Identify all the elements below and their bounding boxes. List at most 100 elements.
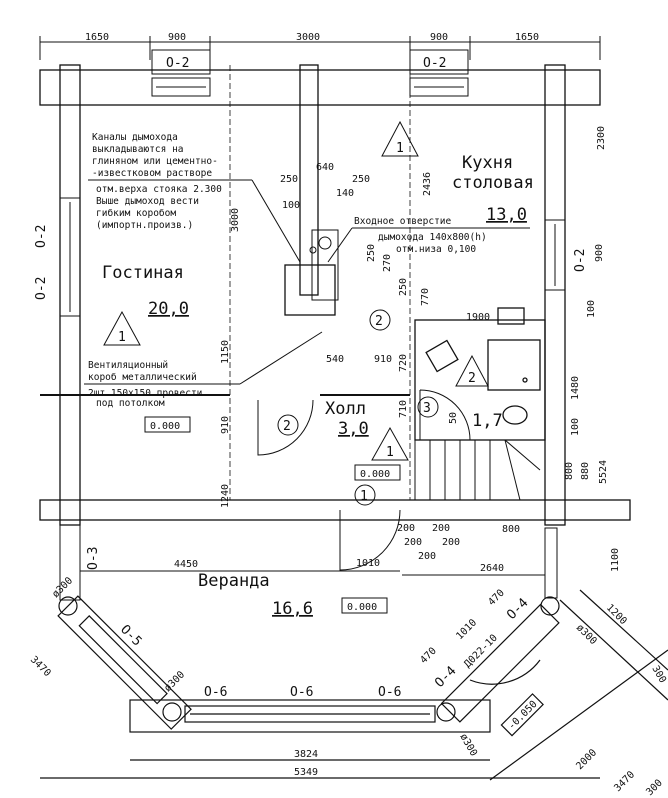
window-o4-2: О-4 bbox=[432, 663, 459, 690]
dim-label: 200 bbox=[418, 551, 436, 562]
note-flue: Каналы дымохода выкладываются на глиняно… bbox=[88, 132, 301, 263]
window-o2-left-1: О-2 bbox=[34, 277, 49, 300]
note-vent-line: под потолком bbox=[96, 398, 165, 409]
note-inlet-line: дымохода 140x800(h) bbox=[378, 232, 487, 243]
note-flue-line: глиняном или цементно- bbox=[92, 156, 218, 167]
note-flue-line: -известковом растворе bbox=[92, 168, 212, 179]
dim-label: 2300 bbox=[596, 126, 607, 150]
dim-label: ø300 bbox=[162, 669, 187, 694]
room-area-hall: 3,0 bbox=[338, 419, 369, 439]
dim-label: 470 bbox=[486, 588, 507, 609]
dim-label: 100 bbox=[586, 300, 597, 318]
dim-label: 1240 bbox=[220, 484, 231, 508]
dim-label: 2640 bbox=[480, 563, 504, 574]
dim-label: ø300 bbox=[50, 575, 75, 600]
room-area-living: 20,0 bbox=[148, 299, 189, 319]
dim-top-4: 900 bbox=[430, 32, 448, 43]
room-name-veranda: Веранда bbox=[198, 571, 270, 591]
top-dimension-chain: 1650 900 3000 900 1650 bbox=[39, 32, 601, 60]
dim-label: 250 bbox=[366, 244, 377, 262]
door-number-1: 1 bbox=[360, 489, 368, 504]
section-marks: 1 1 1 2 bbox=[103, 120, 489, 461]
note-stack-line: гибким коробом bbox=[96, 208, 176, 219]
dim-label: 140 bbox=[336, 188, 354, 199]
dim-label: 100 bbox=[282, 200, 300, 211]
dim-label: 470 bbox=[418, 646, 439, 667]
note-inlet-line: отм.низа 0,100 bbox=[396, 244, 476, 255]
dim-label: 3470 bbox=[612, 769, 637, 794]
door-number-2-hall: 2 bbox=[283, 419, 291, 434]
windows: О-2 О-2 О-2 О-2 О-2 О-3 bbox=[34, 49, 588, 601]
dim-label: 3824 bbox=[294, 749, 318, 760]
doors: 2 2 3 1 bbox=[257, 309, 471, 571]
dim-label: 250 bbox=[398, 278, 409, 296]
note-flue-line: выкладываются на bbox=[92, 144, 184, 155]
dim-label: 900 bbox=[594, 244, 605, 262]
room-name-kitchen-1: Кухня bbox=[462, 153, 513, 173]
dim-label: 200 bbox=[442, 537, 460, 548]
note-stack-line: (импортн.произв.) bbox=[96, 220, 193, 231]
room-area-veranda: 16,6 bbox=[272, 599, 313, 619]
dim-label: 200 bbox=[432, 523, 450, 534]
dim-label: 1900 bbox=[466, 312, 490, 323]
dim-top-1: 1650 bbox=[85, 32, 109, 43]
window-o4-1: О-4 bbox=[504, 595, 531, 622]
dim-label: 2000 bbox=[574, 747, 599, 772]
dim-label: 3000 bbox=[230, 208, 241, 232]
dim-label: 800 bbox=[564, 462, 575, 480]
dim-label: 1100 bbox=[610, 548, 621, 572]
dim-label: 300 bbox=[644, 778, 665, 798]
room-name-hall: Холл bbox=[325, 399, 366, 419]
window-o6-1: О-6 bbox=[204, 685, 227, 700]
dim-top-2: 900 bbox=[168, 32, 186, 43]
window-o5: О-5 bbox=[117, 622, 144, 649]
dim-label: 880 bbox=[580, 462, 591, 480]
window-o3: О-3 bbox=[86, 547, 101, 570]
dim-label: 910 bbox=[220, 416, 231, 434]
dim-top-3: 3000 bbox=[296, 32, 320, 43]
window-o2-right: О-2 bbox=[573, 249, 588, 272]
dim-label: 1480 bbox=[570, 376, 581, 400]
dim-label: 50 bbox=[448, 412, 459, 424]
window-o6-2: О-6 bbox=[290, 685, 313, 700]
dim-label: 3470 bbox=[28, 654, 53, 679]
dim-label: ø300 bbox=[574, 622, 599, 647]
triangle-mark-1-kitchen: 1 bbox=[396, 141, 404, 156]
note-vent-line: 2шт.150x150 провести bbox=[88, 388, 202, 399]
dim-label: 4450 bbox=[174, 559, 198, 570]
note-vent-line: короб металлический bbox=[88, 372, 197, 383]
dim-label: 910 bbox=[374, 354, 392, 365]
dim-label: 250 bbox=[352, 174, 370, 185]
dim-label: 1010 bbox=[356, 558, 380, 569]
walls bbox=[39, 64, 631, 526]
dim-label: 5349 bbox=[294, 767, 318, 778]
triangle-mark-2-bath: 2 bbox=[468, 371, 476, 386]
level-living: 0.000 bbox=[150, 421, 180, 432]
dim-label: 100 bbox=[570, 418, 581, 436]
room-area-bath: 1,7 bbox=[472, 411, 503, 431]
window-o2-top-right: О-2 bbox=[423, 56, 446, 71]
dim-top-5: 1650 bbox=[515, 32, 539, 43]
room-name-living: Гостиная bbox=[102, 263, 184, 283]
dim-label: 710 bbox=[398, 400, 409, 418]
dim-label: 2436 bbox=[422, 172, 433, 196]
dim-label: 640 bbox=[316, 162, 334, 173]
room-name-kitchen-2: столовая bbox=[452, 173, 534, 193]
window-o6-3: О-6 bbox=[378, 685, 401, 700]
dim-label: 720 bbox=[398, 354, 409, 372]
interior-dimensions: 640 250 250 140 100 3000 2436 250 270 25… bbox=[80, 126, 621, 576]
level-veranda: 0.000 bbox=[347, 602, 377, 613]
triangle-mark-1-living: 1 bbox=[118, 330, 126, 345]
note-inlet: Входное отверстие дымохода 140x800(h) от… bbox=[327, 216, 530, 263]
dim-label: 200 bbox=[404, 537, 422, 548]
note-stack-line: отм.верха стояка 2.300 bbox=[96, 184, 222, 195]
dim-label: 1010 bbox=[454, 617, 479, 642]
dim-label: ø300 bbox=[457, 732, 479, 758]
note-vent: Вентиляционный короб металлический 2шт.1… bbox=[84, 229, 339, 409]
dim-label: 800 bbox=[502, 524, 520, 535]
dim-label: 1150 bbox=[220, 340, 231, 364]
staircase bbox=[414, 439, 546, 501]
door-number-2-kitchen: 2 bbox=[375, 314, 383, 329]
dim-label: 270 bbox=[382, 254, 393, 272]
window-o2-top-left: О-2 bbox=[166, 56, 189, 71]
